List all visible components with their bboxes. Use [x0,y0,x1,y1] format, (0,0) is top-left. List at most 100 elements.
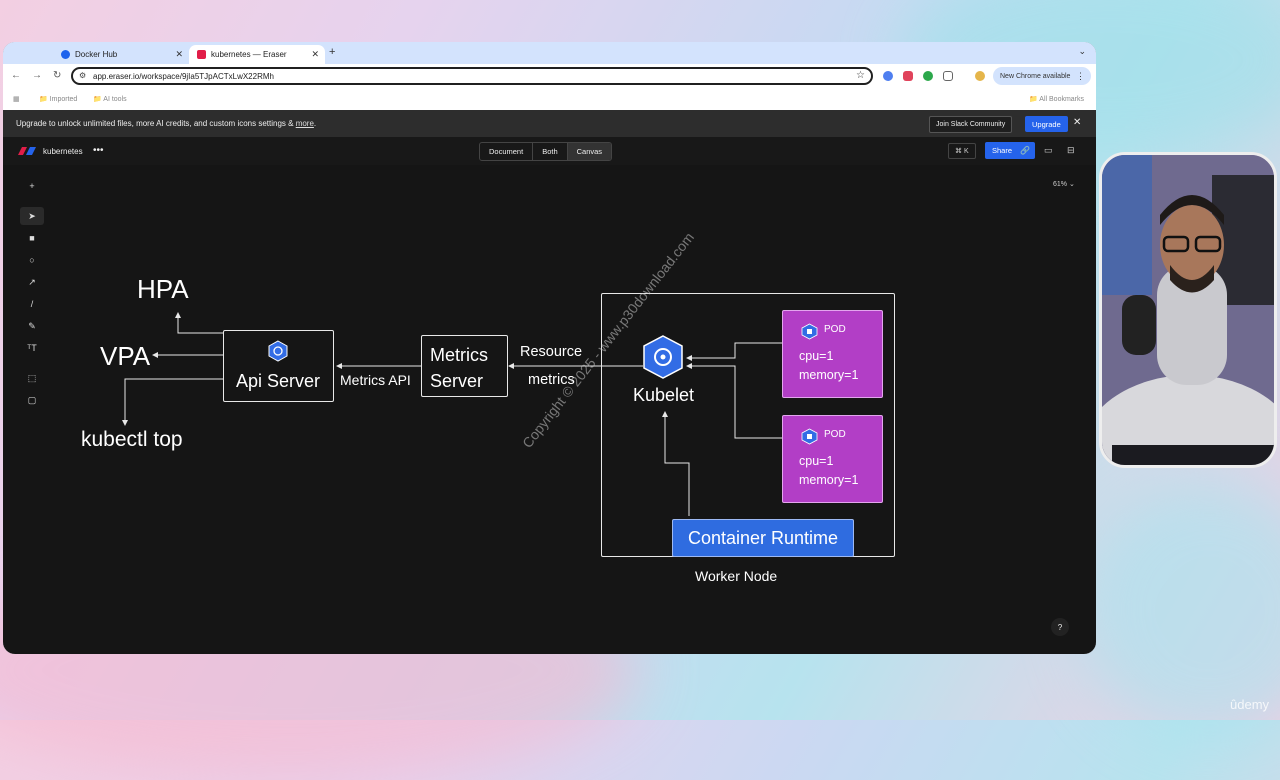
banner-text: Upgrade to unlock unlimited files, more … [16,119,296,128]
extension-icon[interactable] [903,71,913,81]
link-icon: 🔗 [1020,146,1030,155]
command-palette-button[interactable]: ⌘ K [948,143,976,159]
diagram-connectors [122,312,782,516]
join-slack-button[interactable]: Join Slack Community [929,116,1013,133]
view-mode-both[interactable]: Both [533,143,568,160]
close-icon[interactable]: ✕ [1073,117,1082,128]
metrics-server-label-line2: Server [430,371,484,391]
pod-node[interactable]: POD cpu=1 memory=1 [782,415,883,503]
pen-tool-icon[interactable]: ✎ [28,320,36,331]
resource-metrics-label-line2[interactable]: metrics [528,372,575,388]
avatar[interactable] [975,71,985,81]
view-mode-document[interactable]: Document [480,143,534,160]
back-icon[interactable]: ← [11,70,21,81]
bookmark-ai-tools[interactable]: 📁 AI tools [93,96,127,103]
kubectl-top-label[interactable]: kubectl top [81,428,183,451]
upgrade-banner: Upgrade to unlock unlimited files, more … [3,110,1096,137]
pod-title: POD [824,429,846,440]
connector-api-to-hpa [175,312,224,334]
browser-window: Docker Hub ✕ kubernetes — Eraser ✕ + ⌄ ←… [3,42,1096,654]
site-settings-icon[interactable]: ⚙ [79,71,87,80]
presenter-image [1102,155,1274,465]
worker-node-label[interactable]: Worker Node [695,568,778,584]
pod-node[interactable]: POD cpu=1 memory=1 [782,310,883,398]
metrics-server-label-line1: Metrics [430,345,488,365]
new-chrome-label: New Chrome available [1000,72,1071,80]
extension-icon[interactable] [883,71,893,81]
star-icon[interactable]: ☆ [856,70,865,81]
close-icon[interactable]: ✕ [311,49,319,59]
more-options-icon[interactable]: ••• [93,145,104,156]
help-button[interactable]: ? [1051,618,1069,636]
app-header: kubernetes ••• Document Both Canvas ⌘ K … [3,137,1096,165]
frame-tool-icon[interactable]: ⬚ [27,372,37,383]
docker-icon [61,50,70,59]
close-icon[interactable]: ✕ [175,49,183,59]
apps-icon[interactable]: ▦ [13,96,20,103]
new-tab-button[interactable]: + [329,46,336,58]
select-tool-icon[interactable]: ➤ [20,207,44,225]
comment-tool-icon[interactable]: ▢ [27,394,37,405]
url-text: app.eraser.io/workspace/9jIa5TJpACTxLwX2… [93,71,274,81]
pod-cpu: cpu=1 [799,454,834,468]
upgrade-button[interactable]: Upgrade [1025,116,1068,132]
more-link[interactable]: more [295,119,314,128]
zoom-level[interactable]: 61% ⌄ [1053,181,1075,188]
pod-memory: memory=1 [799,368,859,382]
rectangle-tool-icon[interactable]: ■ [29,233,35,243]
text-tool-icon[interactable]: ᵀT [27,343,37,353]
connector-api-to-kubectl [122,378,224,426]
kubernetes-icon [268,340,288,362]
extension-icon[interactable] [923,71,933,81]
kubelet-label[interactable]: Kubelet [633,385,695,405]
resource-metrics-label-line1[interactable]: Resource [520,344,583,360]
url-input[interactable]: ⚙ app.eraser.io/workspace/9jIa5TJpACTxLw… [71,67,873,85]
share-button[interactable]: Share 🔗 [985,142,1035,159]
tab-docker-hub[interactable]: Docker Hub ✕ [53,45,189,64]
new-chrome-available-button[interactable]: New Chrome available ⋮ [993,67,1091,85]
bookmark-label: AI tools [103,96,127,103]
chevron-down-icon[interactable]: ⌄ [1078,46,1086,56]
banner-message: Upgrade to unlock unlimited files, more … [16,119,317,128]
bookmarks-bar: ▦ 📁 Imported 📁 AI tools 📁 All Bookmarks [3,88,1096,110]
container-runtime-node[interactable]: Container Runtime [672,519,854,557]
vpa-label[interactable]: VPA [100,341,151,371]
puzzle-icon[interactable] [943,71,953,81]
pod-title: POD [824,324,846,335]
ellipse-tool-icon[interactable]: ○ [29,255,35,265]
view-mode-toggle: Document Both Canvas [479,142,613,161]
pod-icon [801,323,818,340]
api-server-node[interactable]: Api Server [223,330,334,402]
share-label: Share [992,146,1013,155]
hpa-label[interactable]: HPA [137,274,189,304]
bookmark-imported[interactable]: 📁 Imported [39,96,78,103]
pod-cpu: cpu=1 [799,349,834,363]
eraser-logo [18,147,36,155]
comment-icon[interactable]: ▭ [1044,145,1053,155]
document-title[interactable]: kubernetes [43,147,83,156]
tab-label: kubernetes — Eraser [211,50,287,59]
metrics-api-label[interactable]: Metrics API [340,372,411,388]
reload-icon[interactable]: ↻ [53,70,62,81]
tab-kubernetes-eraser[interactable]: kubernetes — Eraser ✕ [189,45,325,64]
all-bookmarks[interactable]: 📁 All Bookmarks [1029,96,1085,103]
bookmark-label: Imported [49,96,78,103]
connector-pod1-to-kubelet [686,342,782,361]
presenter-webcam [1099,152,1277,468]
tab-strip: Docker Hub ✕ kubernetes — Eraser ✕ + ⌄ [3,42,1096,64]
arrow-tool-icon[interactable]: ↗ [28,276,36,287]
eraser-icon [197,50,206,59]
zoom-value: 61% [1053,181,1068,188]
add-icon[interactable]: + [29,181,35,191]
connector-pod2-to-kubelet [686,363,782,439]
kubelet-icon[interactable] [641,335,685,379]
panel-icon[interactable]: ⊟ [1067,145,1075,155]
forward-icon[interactable]: → [32,70,42,81]
metrics-server-node[interactable]: Metrics Server [421,335,508,397]
view-mode-canvas[interactable]: Canvas [567,143,612,160]
pod-memory: memory=1 [799,473,859,487]
line-tool-icon[interactable]: / [30,299,34,309]
tab-label: Docker Hub [75,50,118,59]
canvas-area[interactable]: + ➤ ■ ○ ↗ / ✎ ᵀT ⬚ ▢ 61% ⌄ ? [3,165,1096,654]
address-bar: ← → ↻ ⚙ app.eraser.io/workspace/9jIa5TJp… [3,64,1096,88]
